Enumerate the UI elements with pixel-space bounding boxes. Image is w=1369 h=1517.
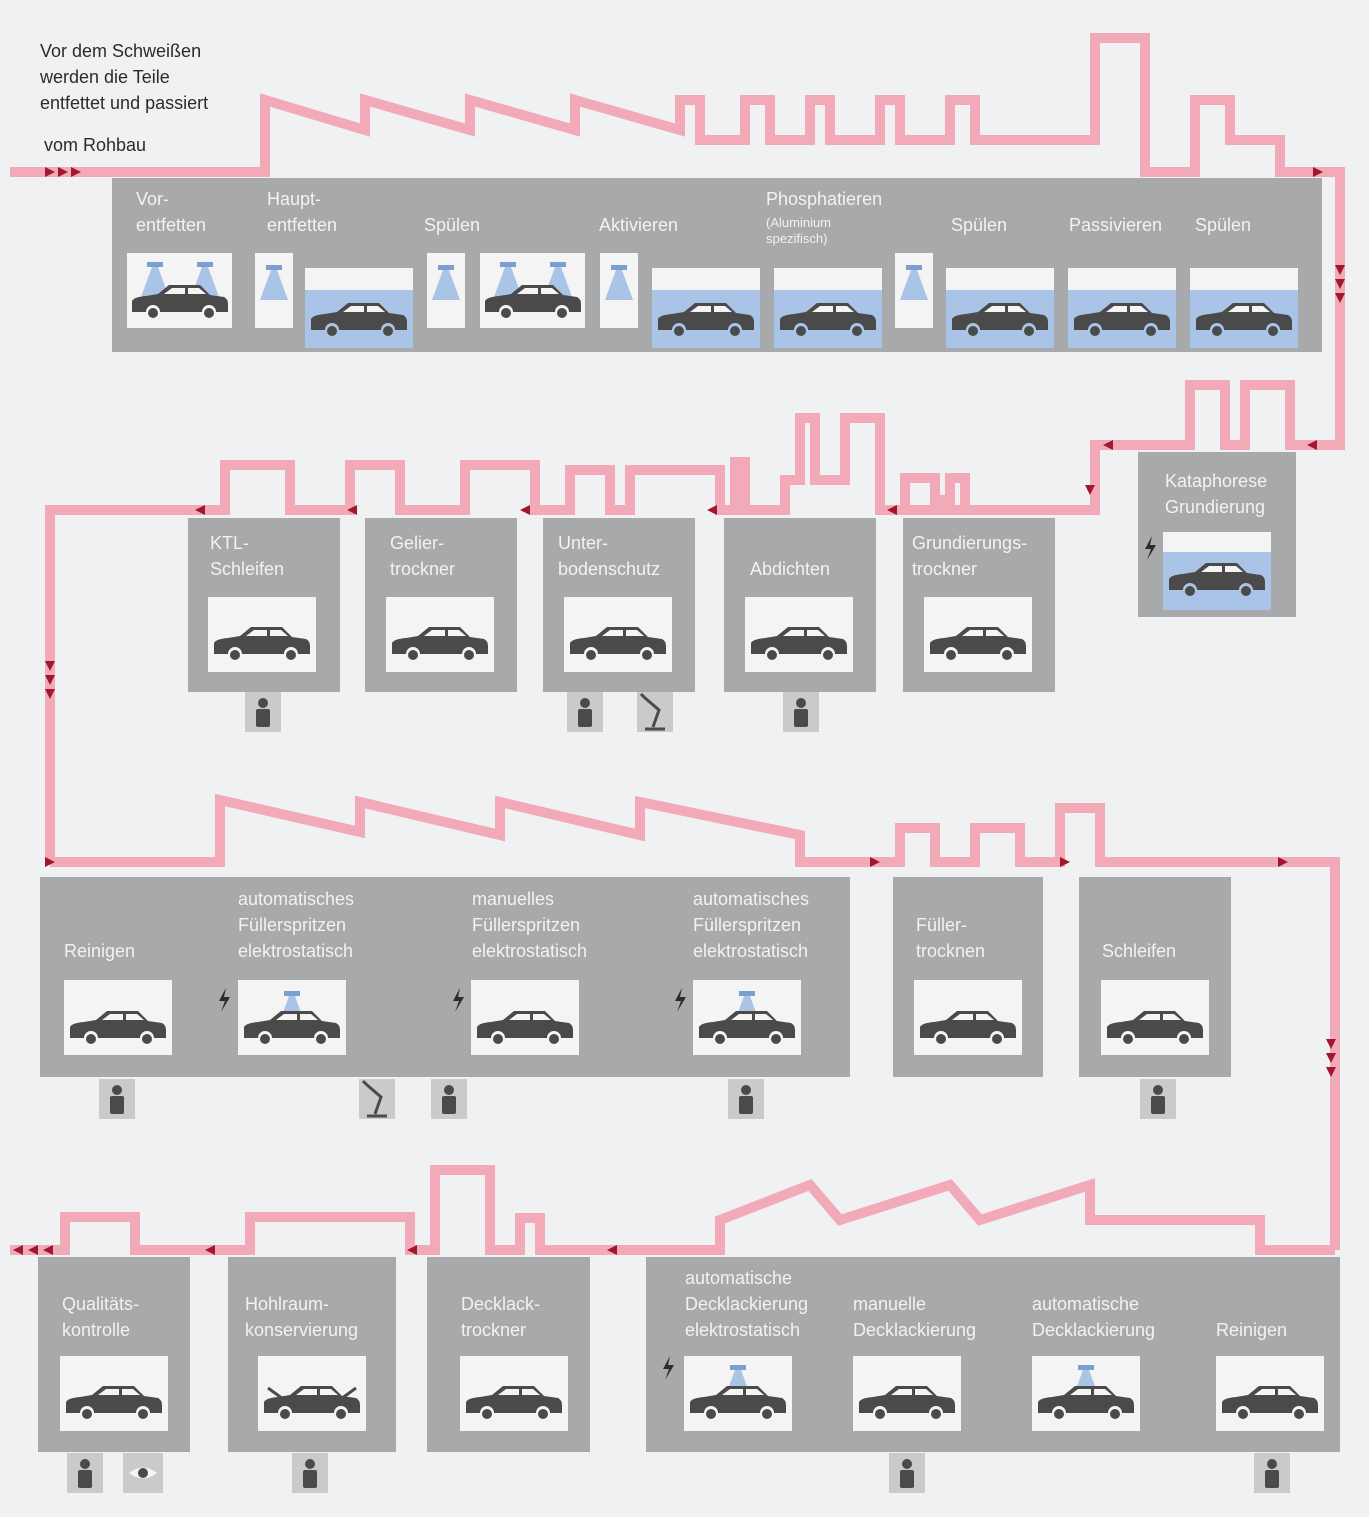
label-man-fueller-1: manuelles <box>472 889 555 909</box>
label-vorentfetten-1: Vor- <box>136 189 170 209</box>
label-auto-deck-1: automatische <box>685 1268 793 1288</box>
flow-arrow-icon <box>707 505 717 515</box>
worker-icon <box>431 1079 467 1119</box>
worker-icon <box>245 692 281 732</box>
row2-stations <box>188 518 1055 734</box>
label-kataphorese-2: Grundierung <box>1165 497 1266 517</box>
label-decklacktrockner-1: Decklack- <box>461 1294 541 1314</box>
label-hohlraum-2: konservierung <box>245 1320 359 1340</box>
label-decklacktrockner-2: trockner <box>461 1320 527 1340</box>
label-auto-fueller2-3: elektrostatisch <box>693 941 809 961</box>
intro-line-2: werden die Teile <box>40 67 170 87</box>
conveyor-path <box>10 33 1345 1255</box>
label-qualitaet-2: kontrolle <box>62 1320 131 1340</box>
label-auto-deck2-2: Decklackierung <box>1032 1320 1156 1340</box>
label-auto-deck2-1: automatische <box>1032 1294 1140 1314</box>
label-auto-deck-2: Decklackierung <box>685 1294 809 1314</box>
label-auto-fueller2-1: automatisches <box>693 889 810 909</box>
label-abdichten: Abdichten <box>750 559 831 579</box>
label-passivieren: Passivieren <box>1069 215 1163 235</box>
row4-stations <box>38 1257 1340 1493</box>
label-hauptentfetten-2: entfetten <box>267 215 338 235</box>
kataphorese-station <box>1138 452 1296 617</box>
intro-line-3: entfettet und passiert <box>40 93 209 113</box>
label-fuellertrocknen-1: Füller- <box>916 915 968 935</box>
label-gelier-2: trockner <box>390 559 456 579</box>
label-man-fueller-3: elektrostatisch <box>472 941 588 961</box>
eye-icon <box>123 1453 163 1493</box>
worker-icon <box>783 692 819 732</box>
label-unterboden-1: Unter- <box>558 533 609 553</box>
label-kataphorese-1: Kataphorese <box>1165 471 1268 491</box>
label-gelier-1: Gelier- <box>390 533 445 553</box>
label-ktl-2: Schleifen <box>210 559 285 579</box>
label-phosphatieren: Phosphatieren <box>766 189 883 209</box>
intro-line-1: Vor dem Schweißen <box>40 41 202 61</box>
label-ktl-1: KTL- <box>210 533 250 553</box>
worker-icon <box>1254 1453 1290 1493</box>
label-auto-fueller-2: Füllerspritzen <box>238 915 347 935</box>
label-grundierungs-1: Grundierungs- <box>912 533 1028 553</box>
worker-icon <box>889 1453 925 1493</box>
label-phosphatieren-sub2: spezifisch) <box>766 231 828 246</box>
label-man-deck-1: manuelle <box>853 1294 927 1314</box>
label-grundierungs-2: trockner <box>912 559 978 579</box>
label-reinigen-2: Reinigen <box>1216 1320 1288 1340</box>
label-unterboden-2: bodenschutz <box>558 559 661 579</box>
label-phosphatieren-sub1: (Aluminium <box>766 215 832 230</box>
worker-icon <box>99 1079 135 1119</box>
label-hohlraum-1: Hohlraum- <box>245 1294 330 1314</box>
label-fuellertrocknen-2: trocknen <box>916 941 986 961</box>
label-man-deck-2: Decklackierung <box>853 1320 977 1340</box>
label-vorentfetten-2: entfetten <box>136 215 207 235</box>
label-spuelen-3: Spülen <box>1195 215 1252 235</box>
worker-icon <box>728 1079 764 1119</box>
robot-icon <box>635 690 675 734</box>
worker-icon <box>67 1453 103 1493</box>
flow-arrow-icon <box>520 505 530 515</box>
label-spuelen-2: Spülen <box>951 215 1008 235</box>
label-qualitaet-1: Qualitäts- <box>62 1294 140 1314</box>
label-hauptentfetten-1: Haupt- <box>267 189 322 209</box>
row3-stations <box>40 877 1231 1121</box>
start-label: vom Rohbau <box>44 135 147 155</box>
label-reinigen-1: Reinigen <box>64 941 136 961</box>
worker-icon <box>292 1453 328 1493</box>
label-auto-fueller2-2: Füllerspritzen <box>693 915 802 935</box>
label-spuelen-1: Spülen <box>424 215 481 235</box>
robot-icon <box>357 1077 397 1121</box>
label-schleifen: Schleifen <box>1102 941 1177 961</box>
pretreatment-station <box>112 178 1322 352</box>
label-aktivieren: Aktivieren <box>599 215 679 235</box>
worker-icon <box>567 692 603 732</box>
label-man-fueller-2: Füllerspritzen <box>472 915 581 935</box>
worker-icon <box>1140 1079 1176 1119</box>
label-auto-fueller-1: automatisches <box>238 889 355 909</box>
label-auto-fueller-3: elektrostatisch <box>238 941 354 961</box>
label-auto-deck-3: elektrostatisch <box>685 1320 801 1340</box>
